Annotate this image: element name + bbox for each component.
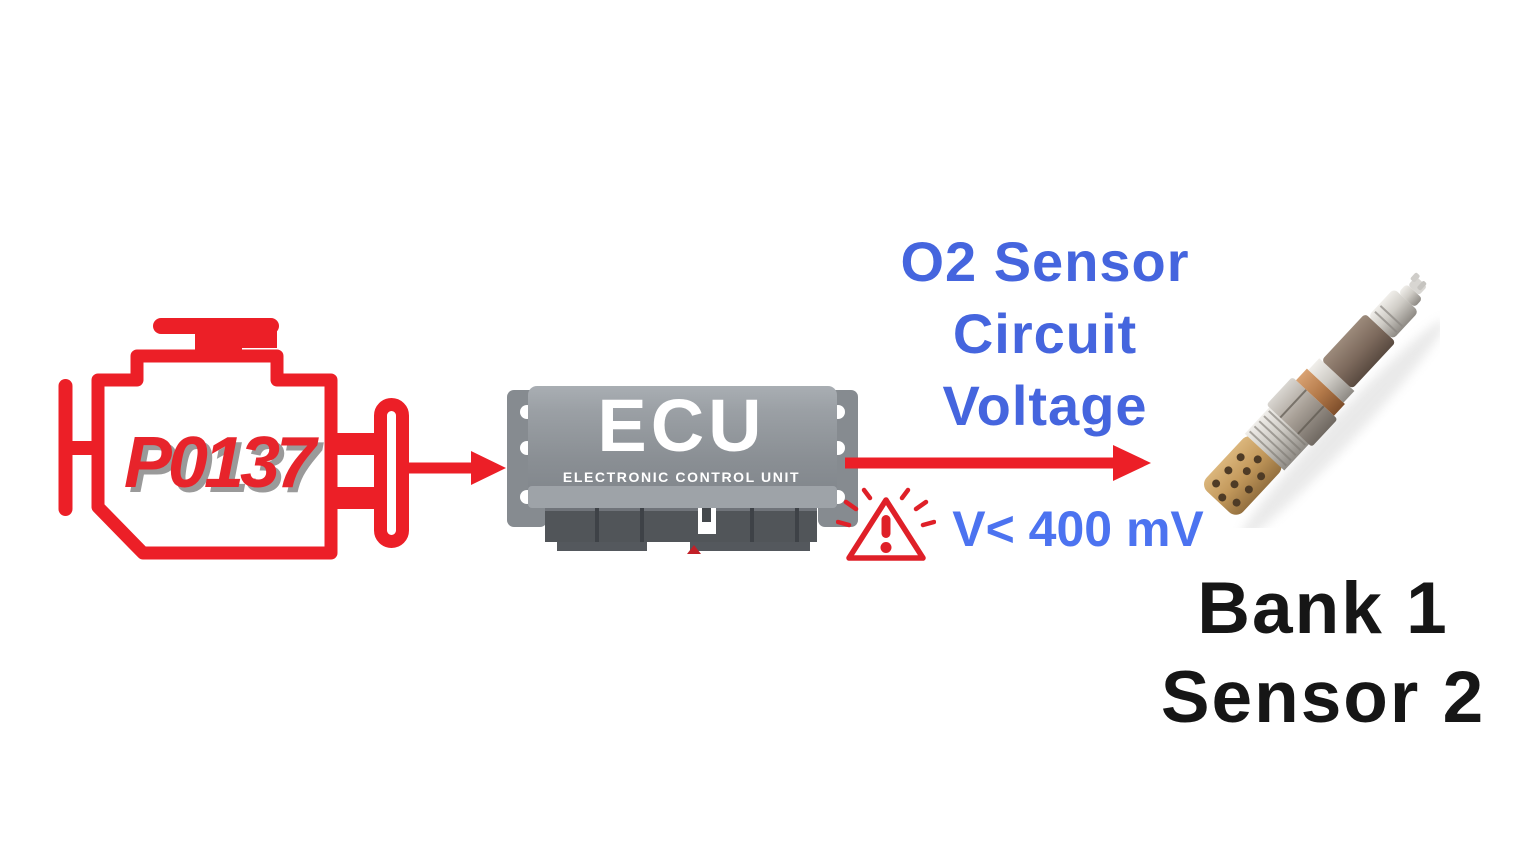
voltage-condition: V< 400 mV [952,501,1204,557]
warning-triangle-icon [836,487,936,561]
sensor-location-label: Bank 1 Sensor 2 [1128,564,1518,742]
signal-label: O2 Sensor Circuit Voltage [855,226,1235,442]
check-engine-icon [58,318,409,560]
ecu-subtitle: ELECTRONIC CONTROL UNIT [562,469,801,485]
sensor-location-line2: Sensor 2 [1160,657,1486,738]
arrow-ecu-to-sensor-icon [845,445,1151,481]
signal-label-line1: O2 Sensor [900,230,1190,293]
arrow-engine-to-ecu-icon [408,451,506,485]
ecu-title: ECU [597,384,766,467]
ecu-image [507,386,858,551]
o2-sensor-image [1204,272,1440,528]
sensor-location-line1: Bank 1 [1197,568,1449,649]
signal-label-line2: Circuit [952,302,1138,365]
signal-label-line3: Voltage [942,374,1148,437]
ecu-bottom-marker-icon [687,545,701,554]
dtc-code-label: P0137 [123,423,316,503]
